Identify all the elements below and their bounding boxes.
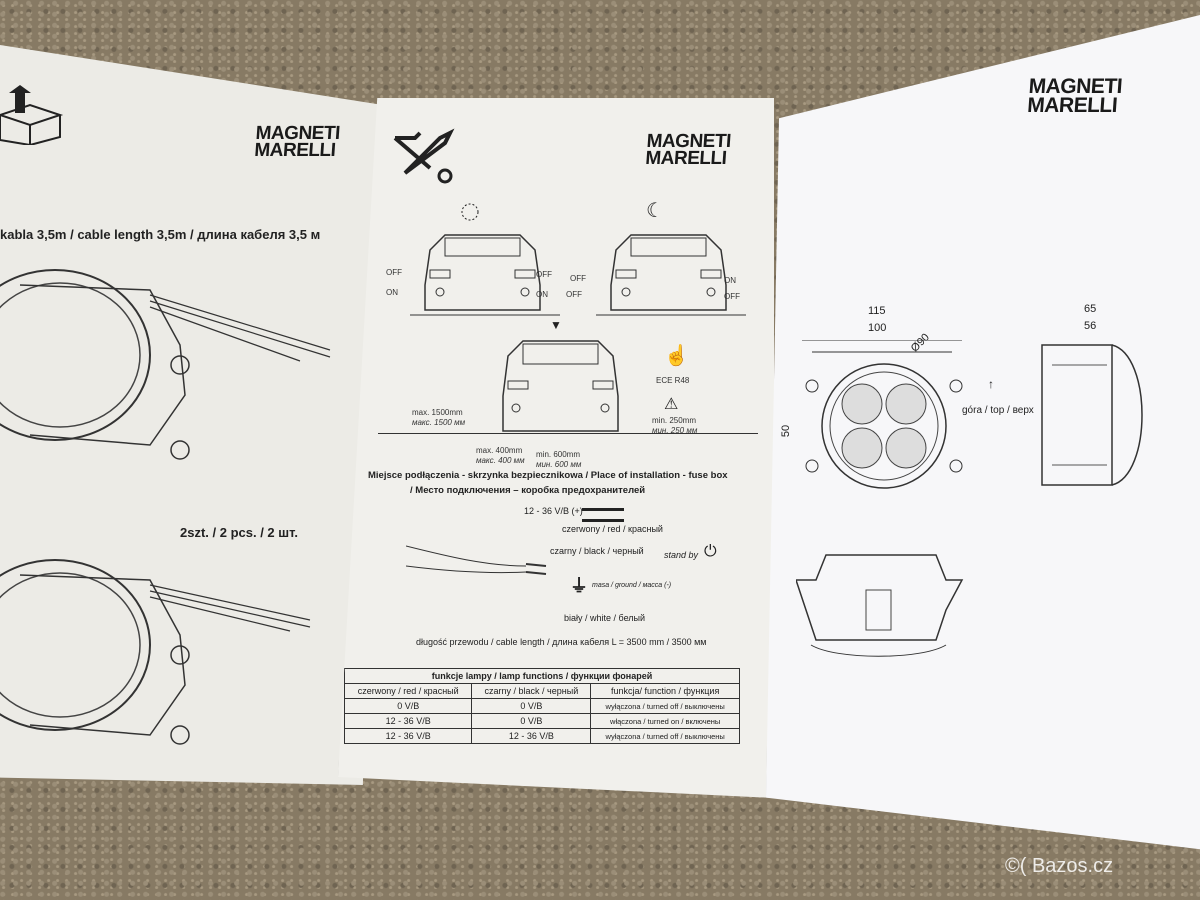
install-line-2: / Место подключения – коробка предохрани… [410, 485, 646, 496]
lamp-side-view [1041, 344, 1143, 486]
wire-drawing [406, 545, 547, 575]
dim-65-label: 65 [1084, 303, 1097, 315]
lamp-drawing-top [0, 269, 331, 460]
width-min-label: min. 600mm [536, 450, 581, 459]
table-row: 0 V/B 0 V/B wyłączona / turned off / вык… [343, 698, 740, 714]
height-max-label: max. 1500mm [412, 408, 463, 417]
hand-icon: ☝ [664, 345, 689, 367]
cable-length-text: kabla 3,5m / cable length 3,5m / длина к… [0, 227, 321, 242]
car-left-upper-right-label: OFF [536, 270, 552, 279]
table-cell: 0 V/B [471, 698, 592, 714]
car-left-lower-label: ON [386, 288, 398, 297]
down-arrow-icon: ▼ [550, 318, 562, 332]
table-header-row: czerwony / red / красный czarny / black … [343, 683, 740, 699]
width-min-ru-label: мин. 600 мм [536, 460, 582, 469]
car-left-upper-label: OFF [386, 268, 402, 277]
table-title: funkcje lampy / lamp functions / функции… [344, 668, 740, 684]
watermark: ©( Bazos.cz [1005, 855, 1114, 877]
brand-line-2: MARELLI [644, 148, 728, 170]
car-mounting-diagram [502, 340, 619, 432]
table-row: 12 - 36 V/B 12 - 36 V/B wyłączona / turn… [343, 728, 740, 744]
table-header-cell: funkcja/ function / функция [590, 683, 740, 699]
car-right-lower-left-label: OFF [566, 290, 582, 299]
moon-icon: ☾ [646, 200, 664, 222]
car-left-lower-right-label: ON [536, 290, 548, 299]
wire-white-label: biały / white / белый [564, 613, 646, 623]
lamp-drawing-bottom [0, 559, 311, 745]
table-header-cell: czarny / black / черный [471, 683, 592, 699]
ground-label: masa / ground / масса (-) [592, 582, 672, 589]
warning-icon: ⚠ [664, 396, 679, 413]
height-min-ru-label: мин. 250 мм [652, 426, 698, 435]
spacing-max-label: max. 400mm [476, 446, 523, 455]
table-cell: wyłączona / turned off / выключены [590, 698, 740, 714]
sun-icon [461, 203, 479, 221]
manual-middle-page: MAGNETI MARELLI ☾ OFF ON OFF ON OFF OFF … [338, 98, 774, 798]
manual-right-page: MAGNETI MARELLI 115 100 Ø90 69 50 ↑ góra… [766, 15, 1200, 850]
car-front-right [596, 234, 746, 316]
install-line-1: Miejsce podłączenia - skrzynka bezpieczn… [368, 470, 728, 481]
wire-red-label: czerwony / red / красный [562, 524, 663, 534]
up-arrow-icon: ↑ [988, 377, 994, 391]
dim-56-label: 56 [1084, 320, 1097, 332]
power-icon: ⏻ [704, 543, 717, 560]
height-min-label: min. 250mm [652, 416, 697, 425]
orientation-label: góra / top / верх [962, 405, 1034, 416]
table-cell: wyłączona / turned off / выключены [590, 728, 740, 744]
dim-50-label: 50 [780, 424, 793, 438]
car-right-upper-left-label: OFF [570, 274, 586, 283]
table-row: 12 - 36 V/B 0 V/B włączona / turned on /… [343, 713, 740, 729]
lamp-front-view [802, 340, 963, 489]
wire-black-label: czarny / black / черный [550, 546, 644, 556]
brand-line-2: MARELLI [253, 140, 337, 162]
dim-100-label: 100 [868, 322, 887, 334]
dim-115-label: 115 [868, 305, 886, 317]
lamp-bottom-view [796, 554, 964, 657]
ground-icon: ⏚ [570, 576, 588, 596]
box-arrow-icon [0, 85, 64, 145]
height-max-ru-label: макс. 1500 мм [412, 418, 466, 427]
spacing-max-ru-label: макс. 400 мм [476, 456, 525, 465]
table-cell: 12 - 36 V/B [471, 728, 592, 744]
tools-icon [393, 128, 455, 184]
certification-label: ECE R48 [656, 376, 690, 385]
brand-logo-right: MAGNETI MARELLI [1026, 75, 1123, 118]
ground-line [378, 433, 758, 434]
table-cell: 0 V/B [471, 713, 592, 729]
brand-line-2: MARELLI [1026, 94, 1118, 118]
car-right-upper-right-label: ON [724, 276, 736, 285]
table-cell: 12 - 36 V/B [343, 728, 473, 744]
voltage-label: 12 - 36 V/B (+) [524, 506, 583, 516]
table-cell: włączona / turned on / включены [590, 713, 740, 729]
manual-left-page: MAGNETI MARELLI kabla 3,5m / cable lengt… [0, 45, 378, 785]
brand-logo-left: MAGNETI MARELLI [253, 123, 341, 162]
battery-icon [582, 508, 624, 522]
brand-logo-middle: MAGNETI MARELLI [644, 131, 732, 170]
table-cell: 0 V/B [343, 698, 473, 714]
cable-length-line: długość przewodu / cable length / длина … [416, 637, 707, 647]
car-front-left [410, 234, 560, 316]
quantity-text: 2szt. / 2 pcs. / 2 шт. [180, 525, 298, 540]
standby-label: stand by [664, 550, 699, 560]
table-header-cell: czerwony / red / красный [343, 683, 473, 699]
car-right-lower-right-label: OFF [724, 292, 740, 301]
table-cell: 12 - 36 V/B [343, 713, 473, 729]
lamp-functions-table: funkcje lampy / lamp functions / функции… [343, 668, 740, 744]
